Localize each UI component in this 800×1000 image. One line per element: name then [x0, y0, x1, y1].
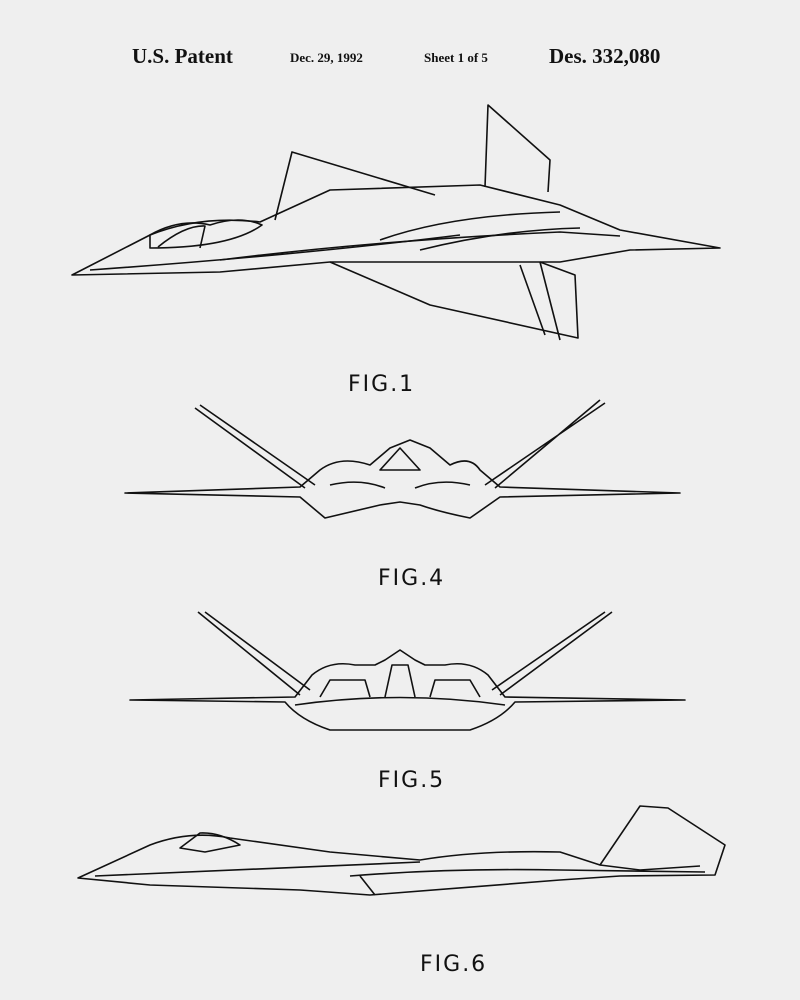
fig5-drawing	[129, 611, 686, 731]
fig6-drawing	[77, 805, 726, 896]
patent-label: U.S. Patent	[132, 44, 233, 68]
sheet-number: Sheet 1 of 5	[424, 50, 488, 65]
figure-label-6: FIG.6	[420, 952, 488, 977]
patent-date: Dec. 29, 1992	[290, 50, 363, 65]
fig1-drawing	[71, 104, 721, 341]
design-number: Des. 332,080	[549, 44, 661, 68]
fig4-drawing	[124, 399, 681, 519]
figure-label-5: FIG.5	[378, 768, 446, 793]
figure-label-1: FIG.1	[348, 372, 416, 397]
figure-label-4: FIG.4	[378, 566, 446, 591]
